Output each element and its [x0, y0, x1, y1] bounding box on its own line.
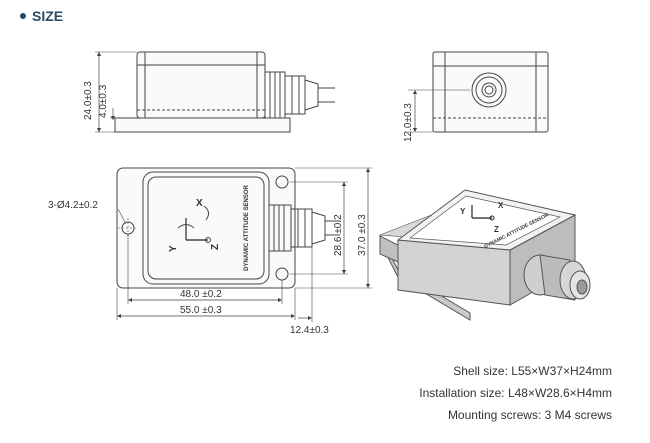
sensor-label-top: DYNAMIC ATTITUDE SENSOR [244, 185, 250, 271]
mounting-screws-spec: Mounting screws: 3 M4 screws [447, 408, 612, 422]
sensor-label-text: DYNAMIC ATTITUDE SENSOR [244, 185, 250, 271]
width-dimension: 37.0 ±0.3 [357, 214, 368, 256]
axis-z-label: Z [210, 244, 221, 250]
section-heading: SIZE [20, 8, 63, 24]
flange-thickness-dimension: 4.0±0.3 [98, 84, 109, 118]
hole-spacing-width-dimension: 28.6 ±0.2 [333, 214, 344, 256]
axis-x-label: X [196, 198, 203, 209]
side-view [95, 51, 335, 133]
section-title: SIZE [32, 8, 64, 24]
hole-dimension: 3-Ø4.2±0.2 [48, 200, 98, 211]
iso-axis-y-label: Y [460, 207, 466, 216]
connector-length-dimension: 12.4±0.3 [290, 325, 329, 336]
iso-axis-z-label: Z [494, 225, 499, 234]
shell-size-spec: Shell size: L55×W37×H24mm [453, 364, 612, 378]
axis-y-label: Y [168, 245, 179, 252]
installation-size-spec: Installation size: L48×W28.6×H4mm [419, 386, 612, 400]
length-dimension: 55.0 ±0.3 [180, 305, 222, 316]
iso-axis-x-label: X [498, 201, 504, 210]
isometric-view [379, 189, 591, 321]
connector-height-dimension: 12.0±0.3 [403, 103, 414, 142]
height-dimension: 24.0±0.3 [83, 81, 94, 120]
top-view [116, 167, 372, 322]
spec-list: Shell size: L55×W37×H24mm Installation s… [419, 360, 612, 426]
bullet-icon [20, 13, 26, 19]
hole-spacing-length-dimension: 48.0 ±0.2 [180, 289, 222, 300]
front-view [408, 51, 549, 133]
